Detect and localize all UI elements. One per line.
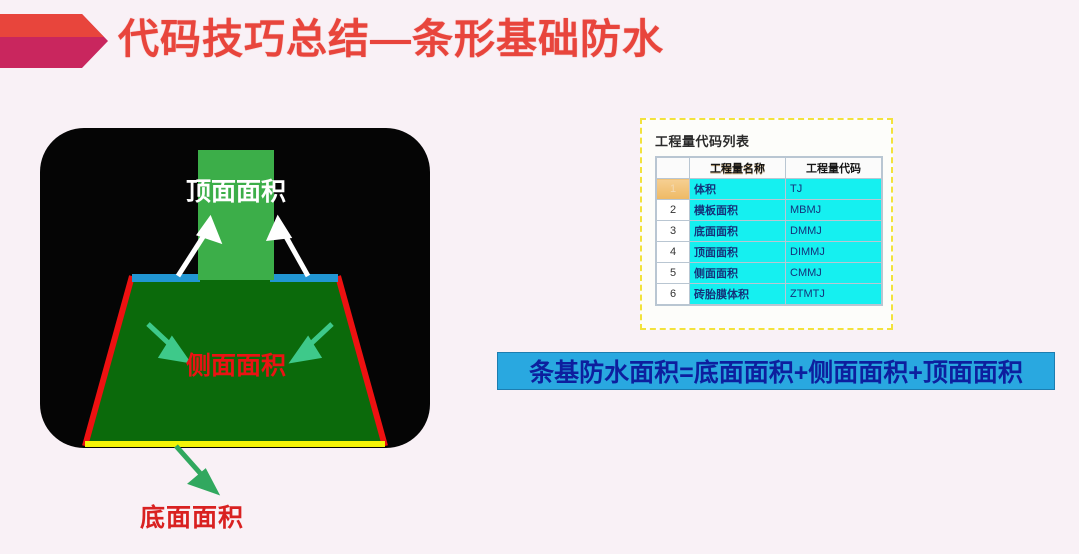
- row-code: CMMJ: [785, 262, 882, 284]
- column-header-name: 工程量名称: [689, 157, 786, 179]
- row-name: 砖胎膜体积: [689, 283, 786, 305]
- row-index: 6: [656, 283, 690, 305]
- waterproof-area-formula: 条基防水面积=底面面积+侧面面积+顶面面积: [497, 352, 1055, 390]
- row-code: MBMJ: [785, 199, 882, 221]
- row-index: 4: [656, 241, 690, 263]
- column-header-index: [656, 157, 690, 179]
- row-name: 顶面面积: [689, 241, 786, 263]
- bottom-area-arrow-icon: [168, 440, 238, 500]
- row-code: DMMJ: [785, 220, 882, 242]
- row-name: 模板面积: [689, 199, 786, 221]
- side-area-label: 侧面面积: [186, 351, 286, 380]
- table-row[interactable]: 3 底面面积 DMMJ: [656, 220, 882, 242]
- table-row[interactable]: 4 顶面面积 DIMMJ: [656, 241, 882, 263]
- table-header-row: 工程量名称 工程量代码: [656, 157, 882, 179]
- quantity-code-table: 工程量名称 工程量代码 1 体积 TJ 2 模板面积 MBMJ 3 底面面积 D…: [656, 157, 882, 305]
- row-code: TJ: [785, 178, 882, 200]
- table-row[interactable]: 6 砖胎膜体积 ZTMTJ: [656, 283, 882, 305]
- foundation-diagram-panel: 顶面面积 侧面面积: [40, 128, 430, 448]
- page-title: 代码技巧总结—条形基础防水: [118, 16, 664, 62]
- row-name: 侧面面积: [689, 262, 786, 284]
- row-index: 1: [656, 178, 690, 200]
- table-row[interactable]: 5 侧面面积 CMMJ: [656, 262, 882, 284]
- row-name: 体积: [689, 178, 786, 200]
- table-row[interactable]: 2 模板面积 MBMJ: [656, 199, 882, 221]
- table-row[interactable]: 1 体积 TJ: [656, 178, 882, 200]
- column-header-code: 工程量代码: [785, 157, 882, 179]
- row-code: DIMMJ: [785, 241, 882, 263]
- top-area-label: 顶面面积: [186, 178, 286, 206]
- page-header: 代码技巧总结—条形基础防水: [0, 0, 1079, 86]
- quantity-code-list-card: 工程量代码列表 工程量名称 工程量代码 1 体积 TJ 2 模板面积 MBMJ …: [640, 118, 893, 330]
- code-list-title: 工程量代码列表: [655, 134, 750, 149]
- banner-arrow-icon: [0, 14, 108, 68]
- bottom-area-label: 底面面积: [139, 504, 245, 532]
- row-index: 5: [656, 262, 690, 284]
- row-code: ZTMTJ: [785, 283, 882, 305]
- row-index: 3: [656, 220, 690, 242]
- row-name: 底面面积: [689, 220, 786, 242]
- row-index: 2: [656, 199, 690, 221]
